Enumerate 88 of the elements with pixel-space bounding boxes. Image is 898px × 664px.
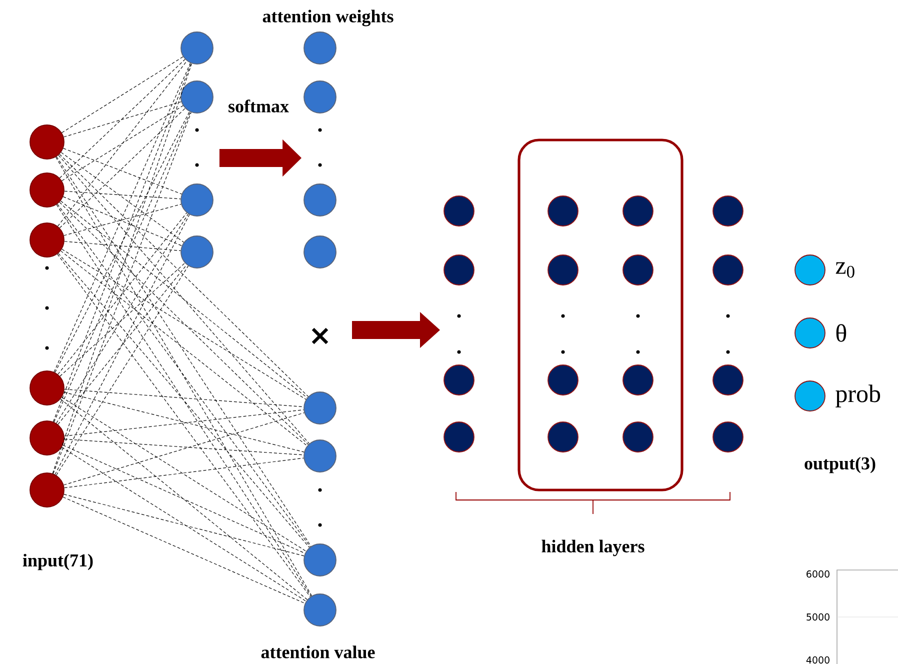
layer-label: attention weights [262,10,394,26]
connection-line [64,190,181,200]
connection-line [62,56,184,134]
neuron-circle [712,254,744,286]
neuron-circle [548,422,578,452]
neuron-circle [304,80,336,114]
neuron-circle [622,422,654,452]
connection-line [59,154,309,397]
rounded-frame [518,138,684,492]
neuron-circle [304,184,336,216]
connection-line [60,398,308,600]
connection-line [64,392,304,452]
output-label: z$_{0}$ [836,262,854,278]
neuron-circle [30,420,64,456]
connection-line [60,250,308,446]
neuron-circle [304,32,336,64]
connection-line [54,214,190,475]
tick-label: 4000 [806,656,830,664]
neuron-circle [180,184,214,216]
neuron-circle [304,440,336,472]
connection-line [59,59,186,178]
neuron-circle [304,544,336,576]
layer-label: output(3) [804,456,876,474]
neuron-circle [444,254,474,286]
connection-line [61,447,306,602]
output-label: prob [836,384,880,408]
neuron-circle [712,364,744,396]
neuron-circle [180,236,214,268]
neuron-circle [180,32,214,64]
connection-line [62,444,306,554]
connection-line [60,262,186,377]
neuron-circle [304,392,336,424]
connection-line [57,60,188,227]
connection-line [60,152,184,243]
tick-label: 5000 [806,613,830,621]
neuron-circle [444,196,474,226]
connection-line [58,154,310,444]
connection-line [63,101,182,138]
neuron-circle [622,254,654,286]
connection-line [64,494,304,556]
neuron-circle [794,380,826,412]
layer-label: input(71) [22,554,93,570]
neuron-circle [712,422,744,452]
connection-line [56,266,189,476]
connection-line [62,196,182,246]
connection-line [58,252,310,548]
connection-line [60,200,308,398]
neuron-circle [30,172,64,208]
connection-line [62,248,306,400]
neuron-circle [548,364,578,396]
neuron-circle [622,196,654,226]
neuron-circle [30,124,64,160]
layer-label: attention value [261,646,375,658]
connection-line [58,212,188,375]
neuron-circle [30,472,64,508]
connection-line [62,496,306,604]
tick-label: 6000 [806,570,830,578]
connection-line [64,241,181,251]
neuron-circle [622,364,654,396]
connection-line [64,388,304,408]
connection-line [58,264,187,425]
connection-line [63,412,305,486]
neuron-circle [794,254,826,286]
connection-line [56,214,189,424]
neuron-circle [444,364,474,396]
edge-label: softmax [228,100,289,112]
connection-line [64,410,304,436]
neuron-circle [30,370,64,406]
connection-line [64,204,182,236]
neuron-circle [794,318,826,348]
layer-label: hidden layers [542,540,644,556]
connection-line [61,397,306,552]
neuron-circle [712,196,744,226]
connection-line [64,458,304,488]
neuron-circle [444,422,474,452]
neuron-circle [304,594,336,626]
connection-line [62,148,182,194]
connection-line [59,108,186,228]
output-label: θ [836,324,846,342]
neuron-circle [548,254,578,286]
neuron-circle [304,236,336,268]
connection-line [62,105,184,182]
neuron-circle [180,80,214,114]
connection-line [54,111,190,373]
connection-line [59,202,309,445]
neuron-circle [30,222,64,258]
neuron-circle [548,196,578,226]
connection-line [64,438,304,456]
